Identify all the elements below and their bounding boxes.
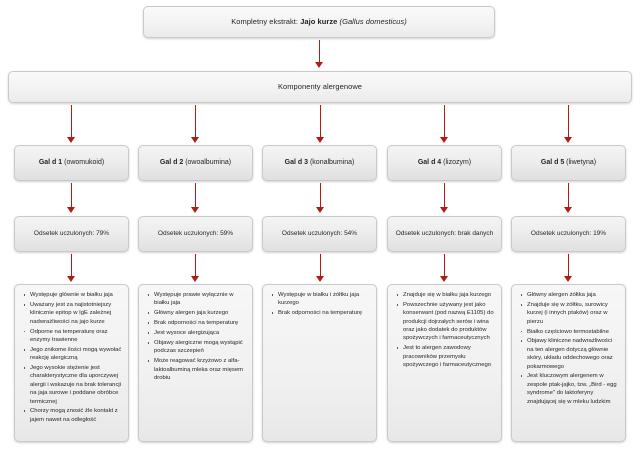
list-item: Znajduje się w żółtku, surowicy kurzej (… <box>520 301 620 326</box>
allergen-components-label: Komponenty alergenowe <box>277 82 363 92</box>
list-item: Chorzy mogą znosić źle kontakt z jajem n… <box>23 407 123 424</box>
arrow-components-to-gal-d-3 <box>316 105 325 143</box>
list-item: Objawy kliniczne nadwrażliwości na ten a… <box>520 337 620 371</box>
arrow-extract-to-components <box>315 40 324 68</box>
gal-d-2-code: Gal d 2 <box>159 159 184 167</box>
node-percent-gal-d-3[interactable]: Odsetek uczulonych: 54% <box>262 216 377 252</box>
details-gal-d-4-list: Znajduje się w białku jaja kurzego Powsz… <box>388 285 501 377</box>
gal-d-3-paren: (konalbumina) <box>309 159 355 167</box>
gal-d-1-code: Gal d 1 <box>38 159 63 167</box>
node-allergen-components[interactable]: Komponenty alergenowe <box>8 71 632 103</box>
node-percent-gal-d-4[interactable]: Odsetek uczulonych: brak danych <box>387 216 502 252</box>
arrow-gal-d-3-to-percent <box>316 183 325 213</box>
gal-d-3-code: Gal d 3 <box>284 159 309 167</box>
details-gal-d-3-list: Występuje w białku i żółtku jaja kurzego… <box>263 285 376 325</box>
list-item: Białko częściowo termostabilne <box>520 328 620 336</box>
gal-d-4-code: Gal d 4 <box>417 159 442 167</box>
node-gal-d-4[interactable]: Gal d 4 (lizozym) <box>387 145 502 181</box>
arrow-gal-d-2-to-percent <box>191 183 200 213</box>
node-details-gal-d-1[interactable]: Występuje głównie w białku jaja Uważany … <box>14 284 129 442</box>
node-percent-gal-d-5[interactable]: Odsetek uczulonych: 19% <box>511 216 626 252</box>
details-gal-d-1-list: Występuje głównie w białku jaja Uważany … <box>15 285 128 432</box>
details-gal-d-2-list: Występuje prawie wyłącznie w białku jaja… <box>139 285 252 390</box>
list-item: Główny alergen żółtka jaja <box>520 291 620 299</box>
percent-gal-d-1-label: Odsetek uczulonych: 79% <box>33 229 110 237</box>
arrow-gal-d-5-to-percent <box>564 183 573 213</box>
list-item: Jest to alergen zawodowy pracowników prz… <box>396 344 496 369</box>
arrow-percent-2-to-details <box>191 254 200 282</box>
complete-extract-prefix: Kompletny ekstrakt: <box>231 17 301 27</box>
gal-d-5-paren: (liwetyna) <box>566 159 597 167</box>
node-percent-gal-d-2[interactable]: Odsetek uczulonych: 59% <box>138 216 253 252</box>
complete-extract-label: Kompletny ekstrakt: Jajo kurze (Gallus d… <box>231 17 407 26</box>
arrow-components-to-gal-d-5 <box>564 105 573 143</box>
node-details-gal-d-3[interactable]: Występuje w białku i żółtku jaja kurzego… <box>262 284 377 442</box>
node-details-gal-d-2[interactable]: Występuje prawie wyłącznie w białku jaja… <box>138 284 253 442</box>
list-item: Powszechnie używany jest jako konserwant… <box>396 301 496 343</box>
list-item: Brak odporności na temperaturę <box>271 309 371 317</box>
percent-gal-d-2-label: Odsetek uczulonych: 59% <box>157 229 234 237</box>
arrow-percent-4-to-details <box>440 254 449 282</box>
node-details-gal-d-5[interactable]: Główny alergen żółtka jaja Znajduje się … <box>511 284 626 442</box>
node-percent-gal-d-1[interactable]: Odsetek uczulonych: 79% <box>14 216 129 252</box>
list-item: Występuje prawie wyłącznie w białku jaja <box>147 291 247 308</box>
arrow-gal-d-1-to-percent <box>67 183 76 213</box>
node-complete-extract[interactable]: Kompletny ekstrakt: Jajo kurze (Gallus d… <box>143 6 495 38</box>
arrow-gal-d-4-to-percent <box>440 183 449 213</box>
list-item: Główny alergen jaja kurzego <box>147 309 247 317</box>
gal-d-2-paren: (owoalbumina) <box>185 159 232 167</box>
gal-d-5-code: Gal d 5 <box>540 159 565 167</box>
gal-d-2-label: Gal d 2 (owoalbumina) <box>160 158 231 167</box>
node-details-gal-d-4[interactable]: Znajduje się w białku jaja kurzego Powsz… <box>387 284 502 442</box>
arrow-components-to-gal-d-4 <box>440 105 449 143</box>
gal-d-1-label: Gal d 1 (owomukoid) <box>39 158 104 167</box>
list-item: Jest kluczowym alergenem w zespole ptak-… <box>520 372 620 406</box>
list-item: Objawy alergiczne mogą wystąpić podczas … <box>147 339 247 356</box>
arrow-percent-3-to-details <box>316 254 325 282</box>
gal-d-5-label: Gal d 5 (liwetyna) <box>541 158 596 167</box>
details-gal-d-5-list: Główny alergen żółtka jaja Znajduje się … <box>512 285 625 413</box>
gal-d-4-paren: (lizozym) <box>443 159 472 167</box>
node-gal-d-3[interactable]: Gal d 3 (konalbumina) <box>262 145 377 181</box>
gal-d-3-label: Gal d 3 (konalbumina) <box>285 158 355 167</box>
list-item: Znajduje się w białku jaja kurzego <box>396 291 496 299</box>
list-item: Odporne na temperaturę oraz enzymy trawi… <box>23 328 123 345</box>
node-gal-d-2[interactable]: Gal d 2 (owoalbumina) <box>138 145 253 181</box>
percent-gal-d-5-label: Odsetek uczulonych: 19% <box>530 229 607 237</box>
list-item: Jego wysokie stężenie jest charakterysty… <box>23 365 122 405</box>
list-item: Występuje głównie w białku jaja <box>23 291 123 299</box>
node-gal-d-1[interactable]: Gal d 1 (owomukoid) <box>14 145 129 181</box>
list-item: Jest wysoce alergizująca <box>147 329 247 337</box>
arrow-percent-5-to-details <box>564 254 573 282</box>
percent-gal-d-3-label: Odsetek uczulonych: 54% <box>281 229 358 237</box>
arrow-components-to-gal-d-2 <box>191 105 200 143</box>
node-gal-d-5[interactable]: Gal d 5 (liwetyna) <box>511 145 626 181</box>
arrow-components-to-gal-d-1 <box>67 105 76 143</box>
list-item: Jego znikome ilości mogą wywołać reakcję… <box>23 346 122 362</box>
complete-extract-species: (Gallus domesticus) <box>337 17 407 27</box>
gal-d-4-label: Gal d 4 (lizozym) <box>418 158 471 167</box>
complete-extract-bold: Jajo kurze <box>300 17 338 27</box>
list-item: Może reagować krzyżowo z alfa-laktoalbum… <box>147 357 247 382</box>
percent-gal-d-4-label: Odsetek uczulonych: brak danych <box>395 229 494 237</box>
list-item: Występuje w białku i żółtku jaja kurzego <box>271 291 371 308</box>
arrow-percent-1-to-details <box>67 254 76 282</box>
list-item: Brak odporności na temperaturę <box>147 319 247 327</box>
list-item: Uważany jest za najistotniejszy kliniczn… <box>23 301 123 326</box>
gal-d-1-paren: (owomukoid) <box>64 159 105 167</box>
